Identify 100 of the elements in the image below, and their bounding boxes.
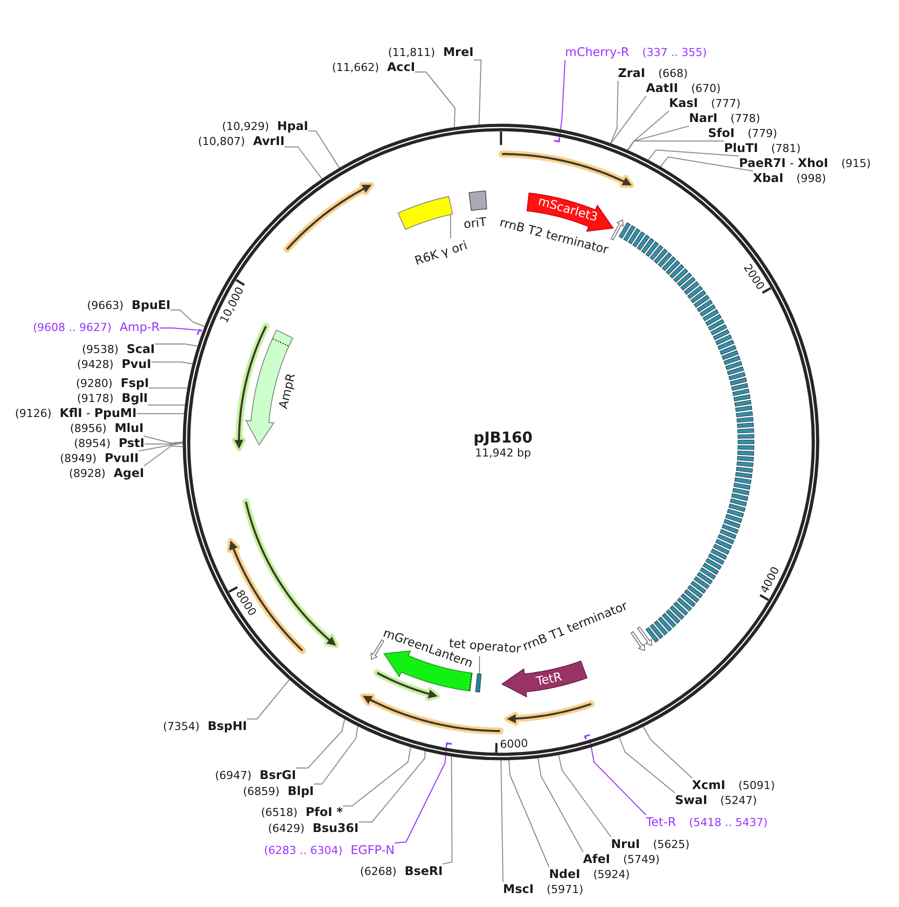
leader-line <box>154 344 198 347</box>
enzyme-name: AgeI <box>114 466 144 480</box>
leader-line <box>313 726 358 784</box>
site-position: (10,929) <box>222 120 270 134</box>
site-position: (9428) <box>77 358 114 372</box>
leader-line <box>150 362 194 364</box>
site-position: (778) <box>730 112 760 126</box>
site-position: (6947) <box>215 769 252 783</box>
enzyme-name: BseRI <box>404 864 443 878</box>
enzyme-name: BspHI <box>208 719 247 733</box>
enzyme-name: PvuII <box>104 451 139 465</box>
leader-line <box>450 214 452 239</box>
primer-range: (337 .. 355) <box>642 46 707 60</box>
enzyme-name: BpuEI <box>132 298 171 312</box>
enzyme-name: SfoI <box>708 126 735 140</box>
primer-mark-icon <box>554 138 560 142</box>
enzyme-name: PvuI <box>122 357 152 371</box>
enzyme-name: AccI <box>387 60 416 74</box>
site-position: (998) <box>796 172 826 186</box>
primer-range: (9608 .. 9627) <box>33 321 112 335</box>
feature-label: AmpR <box>276 372 298 410</box>
leader-line <box>442 756 452 864</box>
leader-line <box>414 72 456 128</box>
leader-line <box>478 656 480 674</box>
primer-name: Amp-R <box>120 320 160 334</box>
leader-line <box>558 754 612 838</box>
tick-label: 4000 <box>758 564 782 596</box>
enzyme-name: HpaI <box>277 119 308 133</box>
site-position: (8928) <box>69 467 106 481</box>
leader-line <box>148 388 188 389</box>
site-position: (9178) <box>77 392 114 406</box>
site-position: (7354) <box>163 720 200 734</box>
gene-feature: TetR <box>500 658 589 699</box>
orf-indicator <box>283 182 374 253</box>
site-position: (5924) <box>593 868 630 882</box>
leader-line <box>648 150 740 160</box>
enzyme-name: BsrGI <box>260 768 296 782</box>
enzyme-name: BlpI <box>288 784 314 798</box>
site-position: (5247) <box>720 794 757 808</box>
enzyme-name: NdeI <box>549 867 580 881</box>
site-position: (9126) <box>15 407 52 421</box>
leader-line <box>558 60 566 140</box>
orf-indicator <box>498 150 634 188</box>
primer-mark-icon <box>584 734 590 740</box>
orf-indicator <box>360 693 504 734</box>
leader-line <box>136 413 185 414</box>
primer-mark-icon <box>446 742 452 746</box>
site-position: (6268) <box>360 865 397 879</box>
enzyme-name: AatII <box>646 81 678 95</box>
leader-line <box>610 80 618 144</box>
site-position: (777) <box>711 97 741 111</box>
enzyme-name: PaeR7I - XhoI <box>739 156 828 170</box>
enzyme-name: BglI <box>122 391 148 405</box>
site-position: (5625) <box>652 838 690 852</box>
enzyme-name: NarI <box>689 111 718 125</box>
enzyme-name: KasI <box>669 96 698 110</box>
primer-range: (5418 .. 5437) <box>689 816 768 830</box>
leader-line <box>342 746 412 806</box>
enzyme-name: NruI <box>611 837 640 851</box>
site-position: (6518) <box>261 806 298 820</box>
feature-bar <box>475 673 482 692</box>
leader-line <box>358 750 426 822</box>
leader-line <box>660 156 754 172</box>
leader-line <box>610 96 646 144</box>
leader-line <box>147 404 186 406</box>
leader-line <box>618 736 676 794</box>
leader-line <box>144 446 184 466</box>
primer-range: (6283 .. 6304) <box>264 844 343 858</box>
enzyme-name: ZraI <box>618 66 646 80</box>
enzyme-name: XcmI <box>692 778 726 792</box>
feature-label: R6K γ ori <box>412 238 469 268</box>
leader-line <box>628 140 724 151</box>
leader-line <box>508 760 550 868</box>
enzyme-name: SwaI <box>675 793 708 807</box>
site-position: (915) <box>841 157 871 171</box>
leader-line <box>642 726 692 778</box>
enzyme-name: PstI <box>118 436 145 450</box>
leader-line <box>626 110 670 150</box>
site-position: (9280) <box>76 377 113 391</box>
leader-line <box>473 60 482 126</box>
leader-line <box>143 436 184 444</box>
feature-label: oriT <box>463 214 488 231</box>
leader-line <box>170 310 206 327</box>
site-position: (670) <box>691 82 721 96</box>
leader-line <box>589 738 646 816</box>
leader-line <box>538 758 584 852</box>
site-position: (8949) <box>60 452 97 466</box>
enzyme-name: KflI - PpuMI <box>60 406 137 420</box>
leader-line <box>627 126 690 151</box>
site-position: (6429) <box>268 822 305 836</box>
leader-line <box>308 130 340 168</box>
primer-name: Tet-R <box>646 815 676 829</box>
site-position: (11,662) <box>332 61 380 75</box>
enzyme-name: PfoI * <box>306 805 343 819</box>
orf-indicator <box>374 669 440 701</box>
enzyme-name: XbaI <box>753 171 784 185</box>
site-position: (9538) <box>82 343 119 357</box>
enzyme-name: Bsu36I <box>312 821 359 835</box>
enzyme-name: MreI <box>443 45 474 59</box>
site-position: (9663) <box>87 299 124 313</box>
